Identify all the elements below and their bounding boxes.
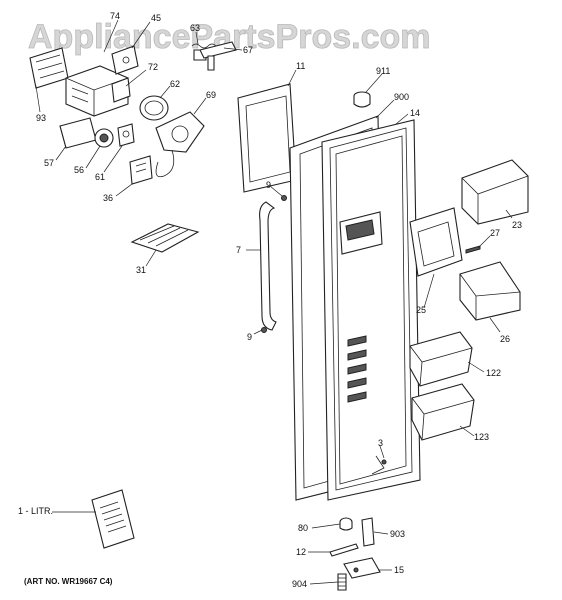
callout-67: 67 bbox=[243, 45, 253, 55]
part-72-clip[interactable] bbox=[111, 77, 131, 103]
callout-72: 72 bbox=[148, 62, 158, 72]
callout-1-litr: 1 - LITR. bbox=[18, 506, 53, 516]
callout-900: 900 bbox=[394, 92, 409, 102]
part-61-switch[interactable] bbox=[117, 123, 135, 147]
callout-122: 122 bbox=[486, 368, 501, 378]
part-56-switch[interactable] bbox=[94, 128, 114, 148]
part-36-relay[interactable] bbox=[129, 155, 153, 185]
part-911-plug[interactable] bbox=[353, 91, 371, 108]
part-9-screw-top[interactable] bbox=[281, 195, 287, 201]
part-7-handle[interactable] bbox=[259, 201, 277, 331]
callout-123: 123 bbox=[474, 432, 489, 442]
callout-26: 26 bbox=[500, 334, 510, 344]
part-67-actuator[interactable] bbox=[199, 41, 237, 71]
callout-36: 36 bbox=[103, 193, 113, 203]
callout-57: 57 bbox=[44, 158, 54, 168]
callout-45: 45 bbox=[151, 13, 161, 23]
callout-27: 27 bbox=[490, 228, 500, 238]
callout-904: 904 bbox=[292, 579, 307, 589]
dispenser-recess bbox=[339, 211, 383, 255]
part-27-screw[interactable] bbox=[465, 245, 481, 254]
callout-93: 93 bbox=[36, 113, 46, 123]
part-45-bracket[interactable] bbox=[111, 45, 139, 75]
callout-15: 15 bbox=[394, 565, 404, 575]
callout-11: 11 bbox=[296, 61, 305, 71]
callout-23: 23 bbox=[512, 220, 522, 230]
callout-911: 911 bbox=[376, 66, 390, 76]
leader-lines bbox=[35, 19, 513, 585]
part-25-bin[interactable] bbox=[409, 207, 463, 277]
part-904-screw[interactable] bbox=[337, 573, 347, 591]
part-9-screw-bottom[interactable] bbox=[261, 327, 267, 333]
part-15-hinge[interactable] bbox=[343, 557, 381, 579]
part-62-ring[interactable] bbox=[139, 95, 169, 121]
part-3-hinge-pin[interactable] bbox=[371, 455, 387, 475]
callout-14: 14 bbox=[410, 108, 420, 118]
callout-labels: 74 45 63 67 72 62 69 93 57 56 61 36 11 9… bbox=[18, 11, 522, 589]
shelf-rails bbox=[347, 335, 367, 403]
callout-9-top: 9 bbox=[266, 180, 271, 190]
part-23-bin-cover[interactable] bbox=[461, 159, 529, 225]
part-74-auger-housing[interactable] bbox=[65, 65, 129, 117]
part-1-literature[interactable] bbox=[91, 489, 135, 549]
callout-31: 31 bbox=[136, 265, 146, 275]
callout-25: 25 bbox=[416, 305, 426, 315]
callout-12: 12 bbox=[296, 547, 306, 557]
watermark: AppliancePartsPros.com bbox=[28, 18, 430, 56]
callout-80: 80 bbox=[298, 523, 308, 533]
part-11-dispenser-cover[interactable] bbox=[237, 83, 297, 193]
part-12-arm[interactable] bbox=[329, 543, 359, 557]
callout-3: 3 bbox=[378, 438, 383, 448]
callout-7: 7 bbox=[236, 245, 241, 255]
part-903-tube[interactable] bbox=[361, 517, 375, 547]
callout-61: 61 bbox=[95, 172, 105, 182]
callout-74: 74 bbox=[110, 11, 120, 21]
callout-69: 69 bbox=[206, 90, 216, 100]
part-93-mounting-plate[interactable] bbox=[29, 47, 69, 89]
callout-9-bottom: 9 bbox=[247, 332, 252, 342]
part-57-solenoid[interactable] bbox=[59, 117, 97, 149]
callout-56: 56 bbox=[74, 165, 84, 175]
part-80-cap[interactable] bbox=[339, 517, 353, 531]
callout-903: 903 bbox=[390, 529, 405, 539]
part-122-bin[interactable] bbox=[409, 331, 473, 387]
part-31-grille[interactable] bbox=[130, 223, 200, 253]
part-69-motor-assembly[interactable] bbox=[155, 111, 205, 178]
callout-62: 62 bbox=[170, 79, 180, 89]
part-14-door-liner[interactable] bbox=[321, 119, 421, 501]
part-26-bin[interactable] bbox=[459, 261, 521, 321]
art-number: (ART NO. WR19667 C4) bbox=[24, 577, 113, 586]
callout-63: 63 bbox=[190, 23, 200, 33]
part-123-bin[interactable] bbox=[411, 383, 475, 441]
